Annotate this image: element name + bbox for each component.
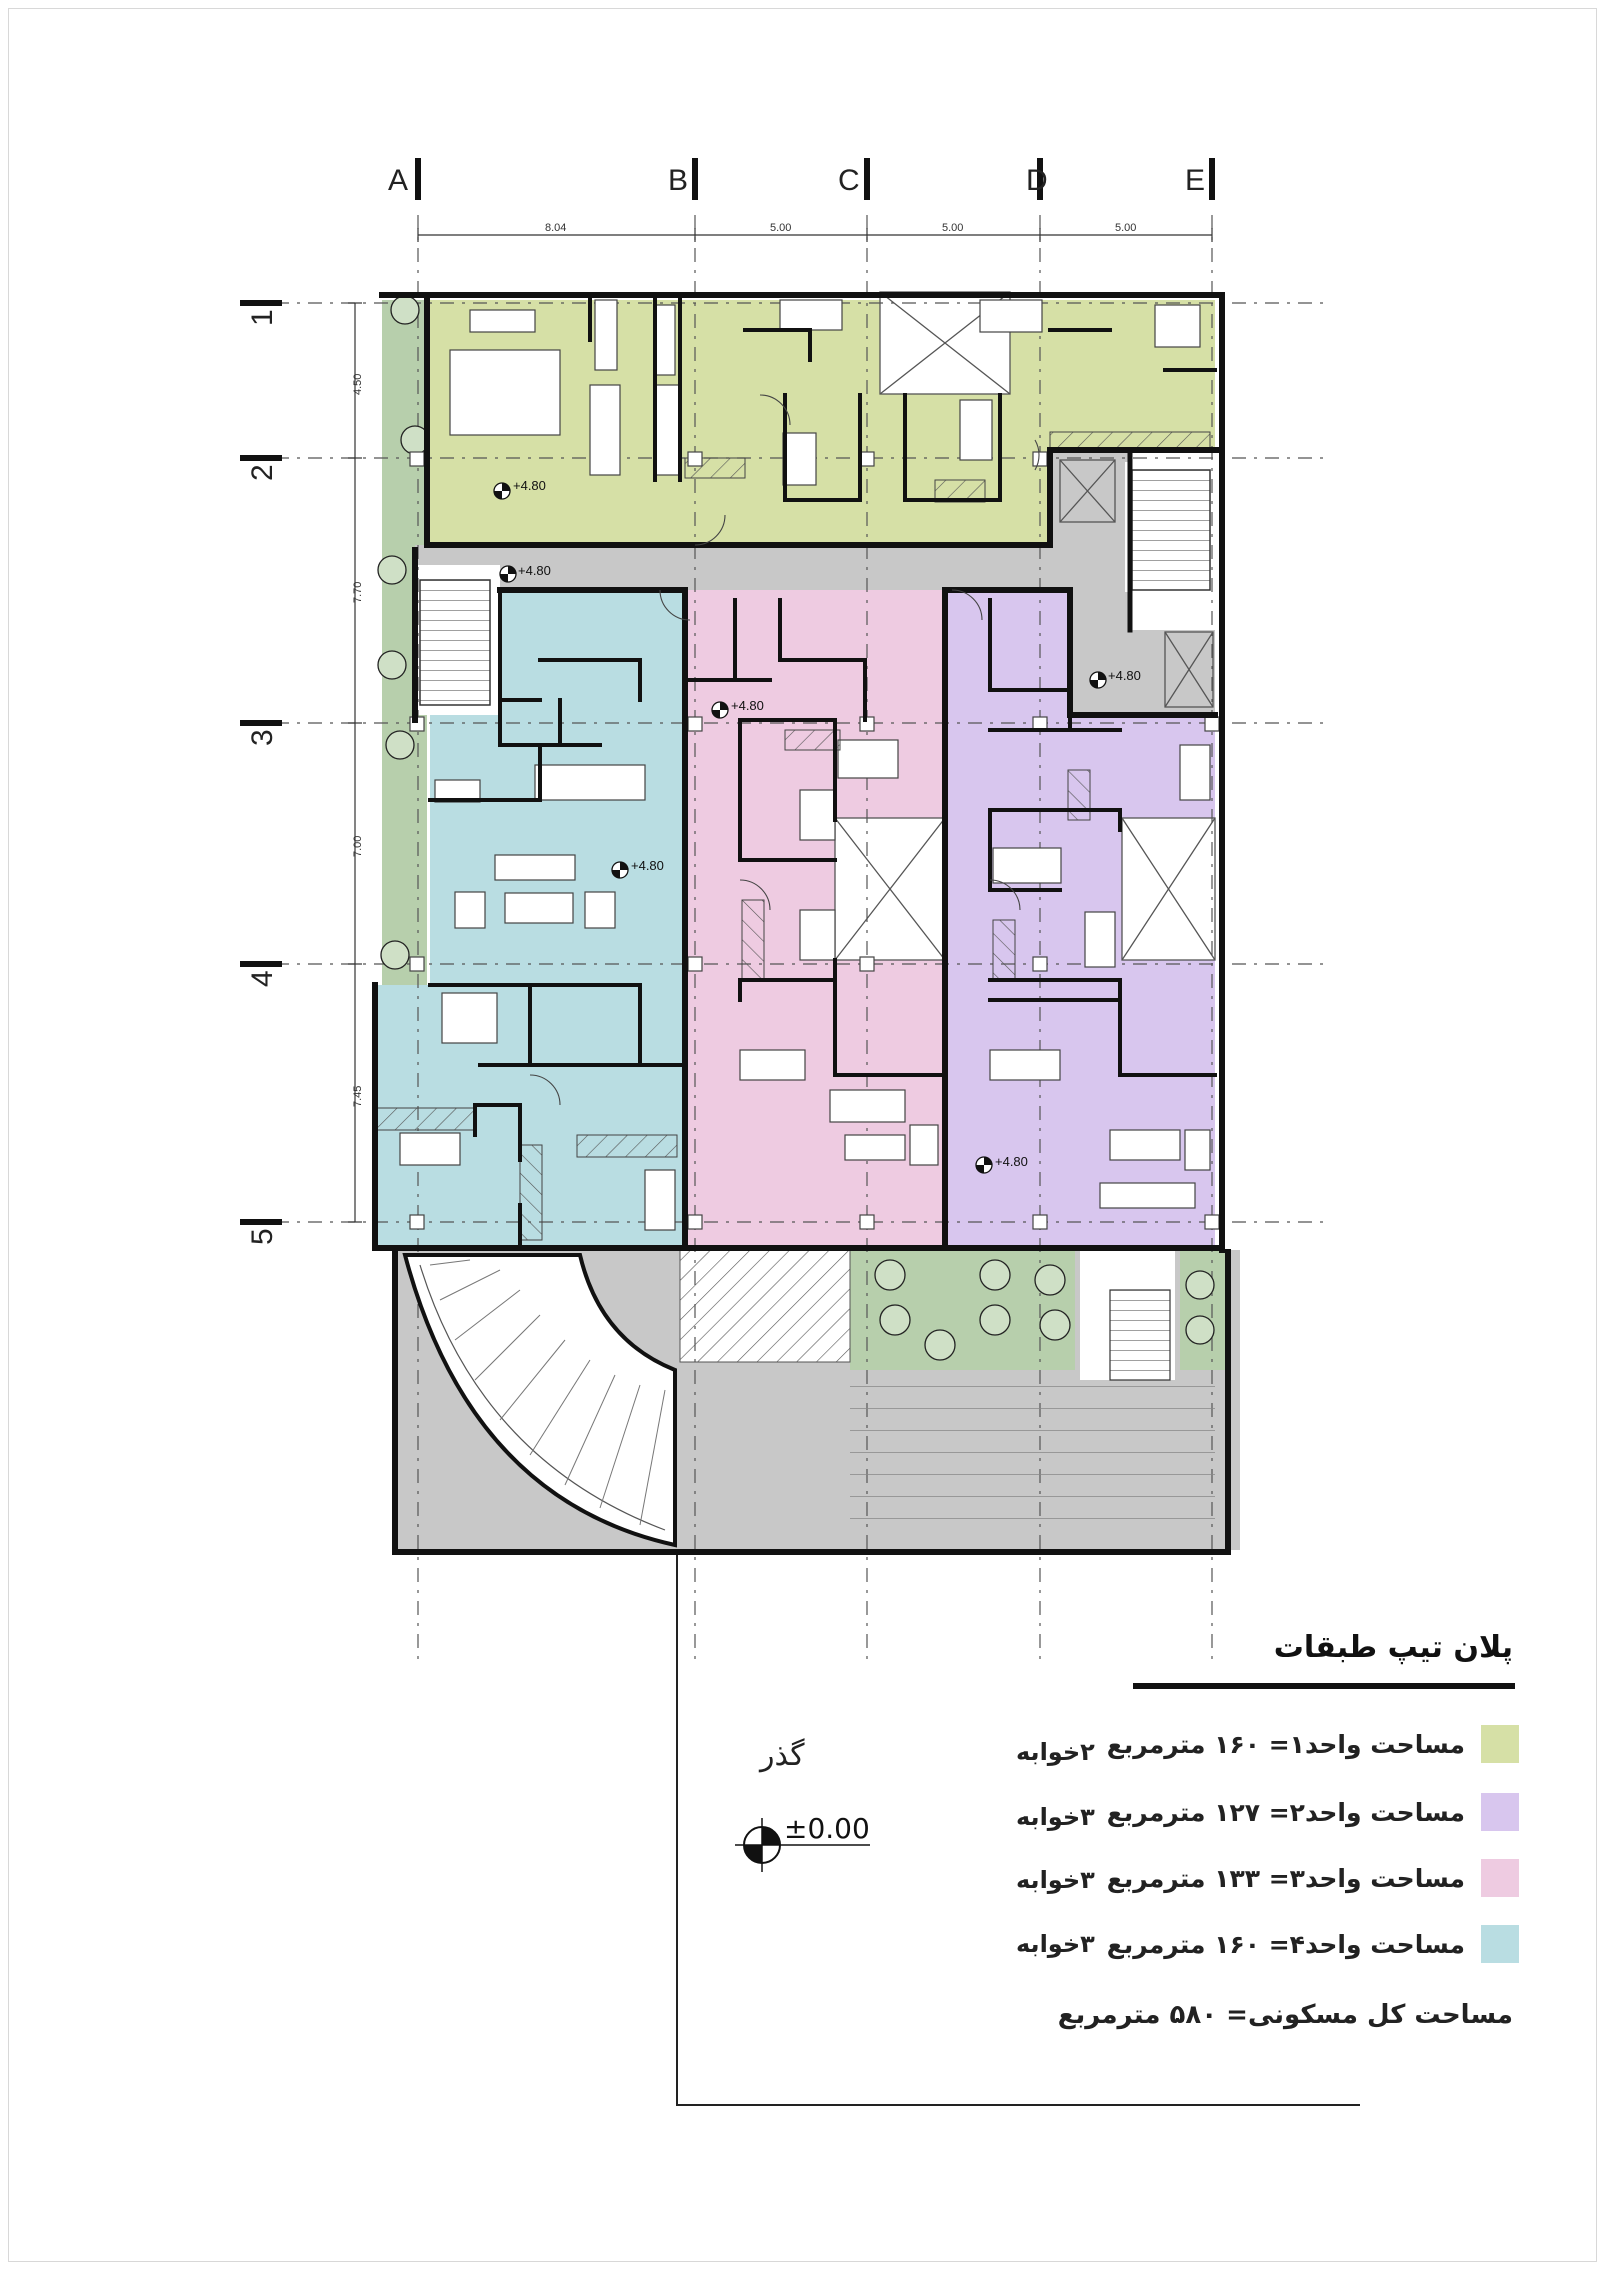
closet-hatches <box>374 431 1211 1241</box>
unit-4-swatch <box>1481 1925 1519 1963</box>
level-value: +4.80 <box>518 563 551 578</box>
level-mark: +4.80 <box>611 858 664 879</box>
grid-row-label: 2 <box>246 464 279 481</box>
unit-2-swatch <box>1481 1793 1519 1831</box>
unit-1-swatch <box>1481 1725 1519 1763</box>
legend-row-unit-1: مساحت واحد۱= ۱۶۰ مترمربع <box>1107 1722 1519 1766</box>
corridor-zone <box>415 447 1215 715</box>
level-mark: +4.80 <box>711 698 764 719</box>
unit-3-bedrooms: ۳خوابه <box>1016 1866 1095 1894</box>
grid-col-label: E <box>1185 164 1205 197</box>
level-value: +4.80 <box>1108 668 1141 683</box>
legend-row-unit-3: مساحت واحد۳= ۱۳۳ مترمربع <box>1107 1856 1519 1900</box>
stair-core <box>419 469 1215 1530</box>
dim-label: 5.00 <box>770 222 791 234</box>
level-value: +4.80 <box>731 698 764 713</box>
total-residential-area: مساحت کل مسکونی= ۵۸۰ مترمربع <box>1057 2000 1513 2030</box>
furniture <box>399 299 1211 1231</box>
unit-2-bedrooms: ۳خوابه <box>1016 1803 1095 1831</box>
grid-row-label: 4 <box>246 970 279 987</box>
legend-title-underline <box>1133 1683 1515 1689</box>
unit-2-zone <box>945 590 1215 1245</box>
unit-1-area: مساحت واحد۱= ۱۶۰ مترمربع <box>1106 1729 1465 1759</box>
dim-label: 7.45 <box>352 1086 364 1107</box>
level-value: +4.80 <box>513 478 546 493</box>
grid-col-label: A <box>388 164 408 197</box>
grid-col-label: B <box>668 164 688 197</box>
street-level-mark: ±0.00 <box>735 1812 870 1872</box>
grid-labels: A B C D E 1 2 3 4 5 <box>246 164 1205 1245</box>
dim-label: 4.50 <box>352 374 364 395</box>
unit-1-bedrooms: ۲خوابه <box>1016 1738 1095 1766</box>
level-marks: +4.80 +4.80 +4.80 +4.80 +4.80 +4.80 <box>493 478 1141 1872</box>
grid-row-label: 5 <box>246 1228 279 1245</box>
unit-1-zone <box>427 300 1215 545</box>
trees <box>377 295 1215 1361</box>
unit-3-swatch <box>1481 1859 1519 1897</box>
dim-label: 7.00 <box>352 836 364 857</box>
dim-label: 7.70 <box>352 582 364 603</box>
grid-row-label: 1 <box>246 309 279 326</box>
grid-ticks <box>240 158 1215 1225</box>
level-mark: +4.80 <box>493 478 546 500</box>
unit-4-area: مساحت واحد۴= ۱۶۰ مترمربع <box>1106 1929 1465 1959</box>
level-mark: +4.80 <box>1089 668 1141 689</box>
dim-label: 5.00 <box>942 222 963 234</box>
grid-col-label: D <box>1026 164 1048 197</box>
grid-row-label: 3 <box>246 729 279 746</box>
level-mark: +4.80 <box>499 563 551 583</box>
dim-label: 8.04 <box>545 222 566 234</box>
dim-label: 5.00 <box>1115 222 1136 234</box>
level-value: +4.80 <box>631 858 664 873</box>
street-label: گذر <box>760 1738 805 1773</box>
drawing-frame <box>8 8 1597 2262</box>
spiral-ramp <box>402 1249 851 1548</box>
legend-title: پلان تیپ طبقات <box>1273 1630 1513 1665</box>
unit-4-bedrooms: ۳خوابه <box>1016 1930 1095 1958</box>
dimension-labels: 8.04 5.00 5.00 5.00 4.50 7.70 7.00 7.45 <box>352 222 1136 1107</box>
site-boundary <box>676 1555 1360 2106</box>
dimension-lines <box>348 228 1213 1223</box>
doors <box>529 394 1040 1106</box>
legend-row-unit-2: مساحت واحد۲= ۱۲۷ مترمربع <box>1107 1790 1519 1834</box>
walls <box>372 292 1231 1555</box>
legend-row-unit-4: مساحت واحد۴= ۱۶۰ مترمربع <box>1107 1922 1519 1966</box>
level-mark: +4.80 <box>975 1154 1028 1174</box>
unit-3-area: مساحت واحد۳= ۱۳۳ مترمربع <box>1106 1863 1465 1893</box>
street-level-value: ±0.00 <box>784 1812 870 1845</box>
unit-2-area: مساحت واحد۲= ۱۲۷ مترمربع <box>1106 1797 1465 1827</box>
level-value: +4.80 <box>995 1154 1028 1169</box>
grid-col-label: C <box>838 164 860 197</box>
